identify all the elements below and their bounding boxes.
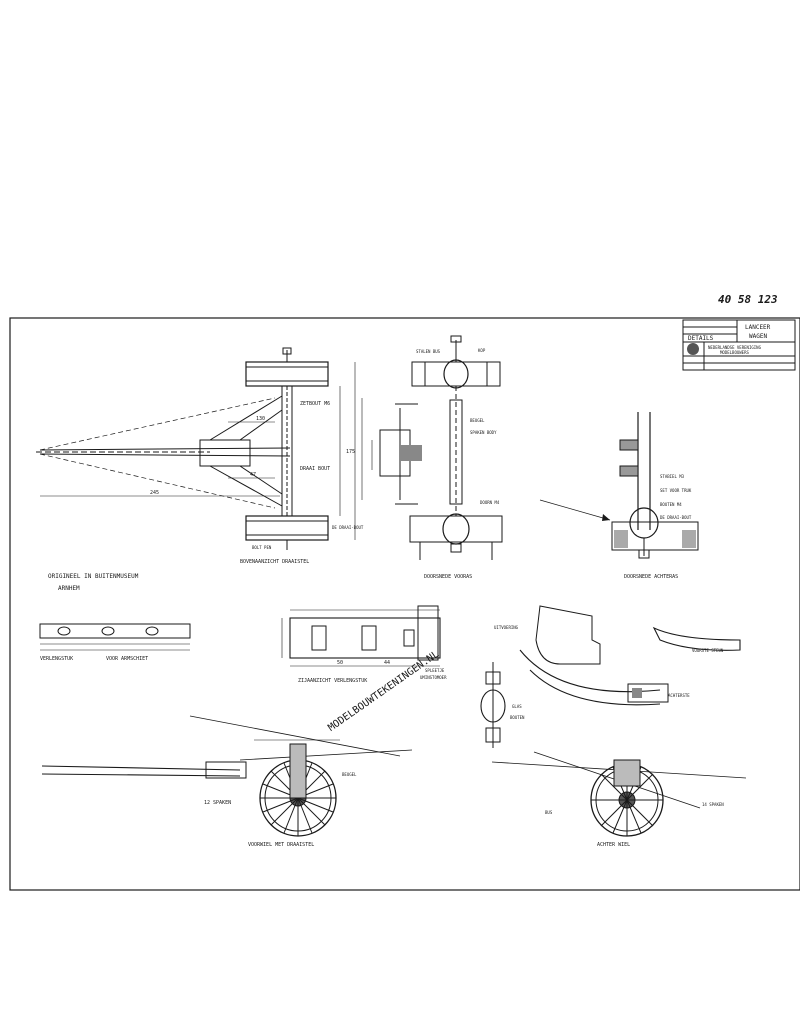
title-subject-1: LANCEER [745, 324, 771, 331]
title-association: NEDERLANDSE VERENIGING [708, 345, 762, 350]
note-achterkant: ACHTERSTE [668, 693, 690, 698]
note-zetbout: ZETBOUT M6 [300, 401, 330, 407]
note-draaibout: DE DRAAI-BOUT [660, 515, 692, 520]
note-set-voor: SET VOOR TRUK [660, 488, 692, 493]
caption-beam: ZIJAANZICHT VERLENGSTUK [298, 678, 367, 684]
dim-beam-1: 50 [337, 660, 343, 666]
extension-side-view [281, 605, 441, 667]
title-sheet-name: DETAILS [688, 335, 714, 342]
hub-detail [480, 662, 506, 748]
dim-brace: 130 [256, 416, 265, 422]
front-axle-section [361, 335, 503, 560]
top-view-drawing [36, 347, 356, 550]
note-stalen-bus: STALEN BUS [416, 349, 441, 354]
note-bolt: BOLT PEN [252, 545, 272, 550]
note-draai-bout: DRAAI BOUT [300, 466, 330, 472]
note-beugel: BEUGEL [470, 418, 485, 423]
note-bus: BOUTEN [510, 715, 525, 720]
caption-original-1: ORIGINEEL IN BUITENMUSEUM [48, 573, 139, 580]
caption-front-section: DOORSNEDE VOORAS [424, 574, 472, 580]
caption-pole-1: VERLENGSTUK [40, 656, 73, 662]
note-spaken-body: SPAKEN BODY [470, 430, 497, 435]
caption-top-view: BOVENAANZICHT DRAAISTEL [240, 559, 309, 565]
note-stalen-bus-2: STABIEL M3 [660, 474, 685, 479]
note-spanbout: DE DRAAI-BOUT [332, 525, 364, 530]
dim-brace-2: 47 [250, 472, 256, 478]
note-spokes: 12 SPAKEN [204, 800, 231, 806]
note-voorste-steun: VOORSTE STEUN [692, 648, 724, 653]
note-hub: BUS [545, 810, 553, 815]
sheet-border [9, 317, 800, 891]
note-glas: GLAS [512, 704, 522, 709]
rear-axle-section [539, 412, 699, 559]
dim-beam-2: 44 [384, 660, 390, 666]
note-beam-2: UMINSTOMOER [420, 675, 447, 680]
pole-extension-drawing [39, 623, 191, 651]
body-hook-drawing [519, 605, 741, 706]
dim-section-height: 175 [346, 449, 355, 455]
note-beam-1: SPLEETJE [425, 668, 445, 673]
caption-front-wheel: VOORWIEL MET DRAAISTEL [248, 842, 314, 848]
note-uitvoering: UITVOERING [494, 625, 519, 630]
front-wheel-drawing [41, 715, 413, 837]
sheet-number: 40 58 123 [718, 293, 778, 306]
caption-rear-wheel: ACHTER WIEL [597, 842, 630, 848]
caption-pole-2: VOOR ARMSCHIET [106, 656, 148, 662]
rear-wheel-drawing [491, 751, 747, 837]
note-spokes-2: 14 SPAKEN [702, 802, 724, 807]
note-bouten: BOUTEN M4 [660, 502, 682, 507]
dim-pole-length: 245 [150, 490, 159, 496]
note-rang: BEUGEL [342, 772, 357, 777]
note-kop: KOP [478, 348, 486, 353]
caption-original-2: ARNHEM [58, 585, 80, 592]
title-subject-2: WAGEN [749, 333, 767, 340]
title-association-2: MODELBOUWERS [720, 350, 749, 355]
title-block: LANCEER WAGEN DETAILS NEDERLANDSE VERENI… [682, 319, 796, 371]
caption-rear-section: DOORSNEDE ACHTERAS [624, 574, 678, 580]
association-logo-icon [687, 343, 699, 355]
note-doorn: DOORN M4 [480, 500, 500, 505]
